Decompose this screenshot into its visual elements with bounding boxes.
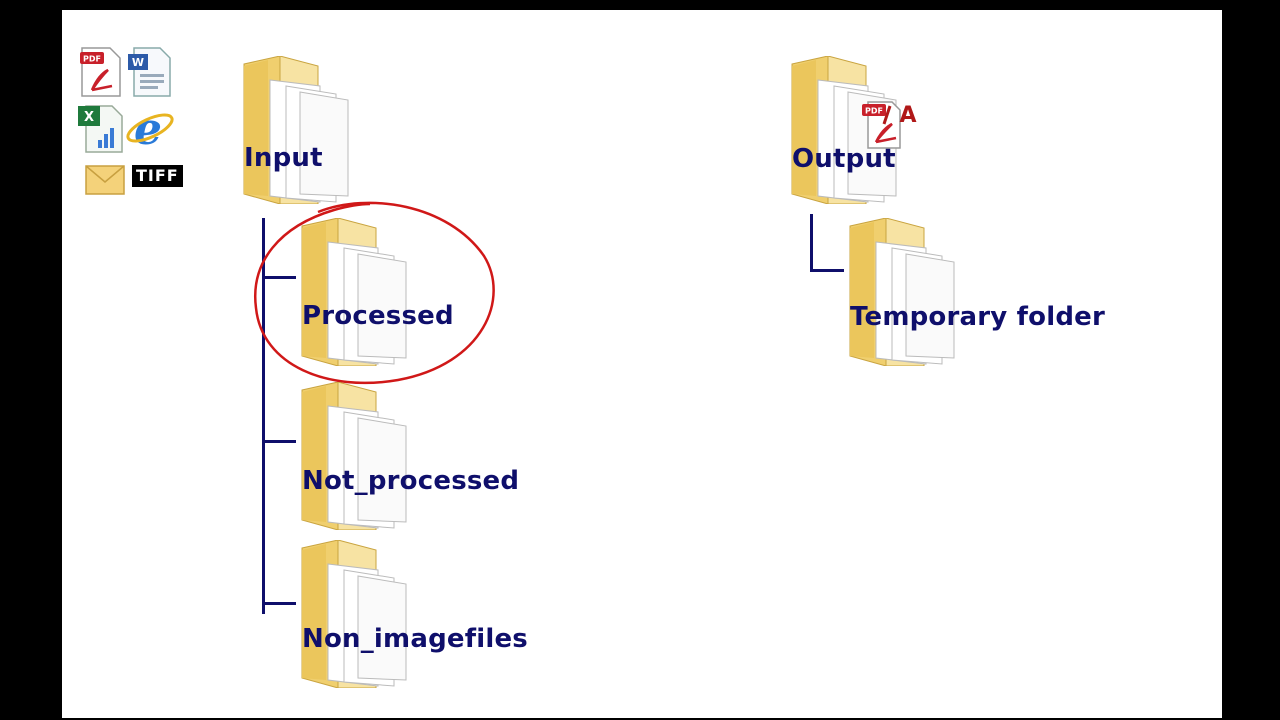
slide-canvas: PDF W X e — [62, 10, 1222, 718]
input-tree-branch-processed — [262, 276, 296, 279]
processed-folder-label: Processed — [302, 301, 454, 331]
temporary-folder-label: Temporary folder — [850, 302, 1106, 332]
excel-icon: X — [76, 102, 126, 159]
pdfa-badge-text: A — [899, 103, 916, 128]
input-folder-label: Input — [244, 143, 323, 173]
svg-text:e: e — [134, 104, 162, 154]
pdf-icon: PDF — [78, 46, 124, 103]
input-tree-trunk — [262, 218, 265, 614]
pdf-icon-text: PDF — [83, 55, 101, 64]
output-tree-branch-temporary — [810, 269, 844, 272]
tiff-badge: TIFF — [132, 165, 183, 187]
temporary-folder-icon — [846, 217, 962, 371]
input-tree-branch-non-imagefiles — [262, 602, 296, 605]
input-folder-icon — [240, 55, 356, 209]
not-processed-folder-icon — [298, 381, 414, 535]
output-tree-trunk — [810, 214, 813, 272]
pdfa-icon: PDF A — [860, 96, 924, 157]
internet-explorer-icon: e — [124, 102, 176, 159]
svg-text:X: X — [84, 110, 94, 125]
word-icon: W — [126, 44, 174, 103]
email-icon — [84, 164, 126, 201]
not-processed-folder-label: Not_processed — [302, 466, 520, 496]
pdfa-icon-pdf-text: PDF — [865, 107, 883, 116]
output-folder-label: Output — [792, 144, 896, 174]
input-tree-branch-not-processed — [262, 440, 296, 443]
non-imagefiles-folder-icon — [298, 539, 414, 693]
processed-highlight-circle — [248, 196, 504, 391]
non-imagefiles-folder-label: Non_imagefiles — [302, 624, 528, 654]
svg-text:W: W — [132, 56, 144, 69]
processed-folder-icon — [298, 217, 414, 371]
